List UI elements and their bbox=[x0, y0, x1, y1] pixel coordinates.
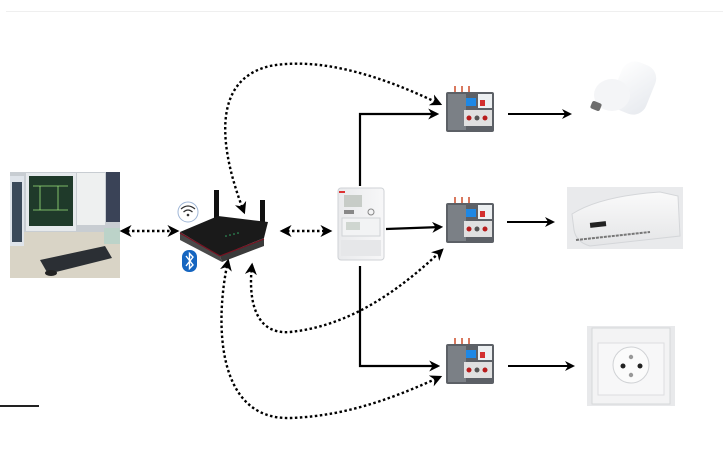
edges-group bbox=[119, 62, 575, 420]
smart-meter-device bbox=[337, 187, 385, 261]
wifi-icon bbox=[177, 201, 199, 223]
router-device bbox=[179, 190, 268, 262]
top-divider bbox=[6, 11, 723, 12]
led-bulb-load bbox=[590, 61, 657, 115]
relay-1-device bbox=[446, 86, 494, 132]
bluetooth-icon bbox=[182, 250, 197, 272]
edge-router-relay2 bbox=[244, 248, 444, 334]
edge-meter-relay3 bbox=[358, 266, 441, 372]
edge-router-relay3 bbox=[220, 258, 443, 420]
edge-meter-relay2 bbox=[385, 221, 444, 233]
control-pc-workstation bbox=[10, 172, 120, 278]
edge-router-relay1 bbox=[224, 62, 443, 215]
edge-meter-relay1 bbox=[358, 108, 440, 186]
bottom-divider bbox=[0, 405, 39, 407]
relay-2-device bbox=[446, 197, 494, 243]
air-conditioner-load bbox=[567, 187, 683, 249]
relay-3-device bbox=[446, 338, 494, 384]
power-socket-load bbox=[587, 326, 675, 406]
